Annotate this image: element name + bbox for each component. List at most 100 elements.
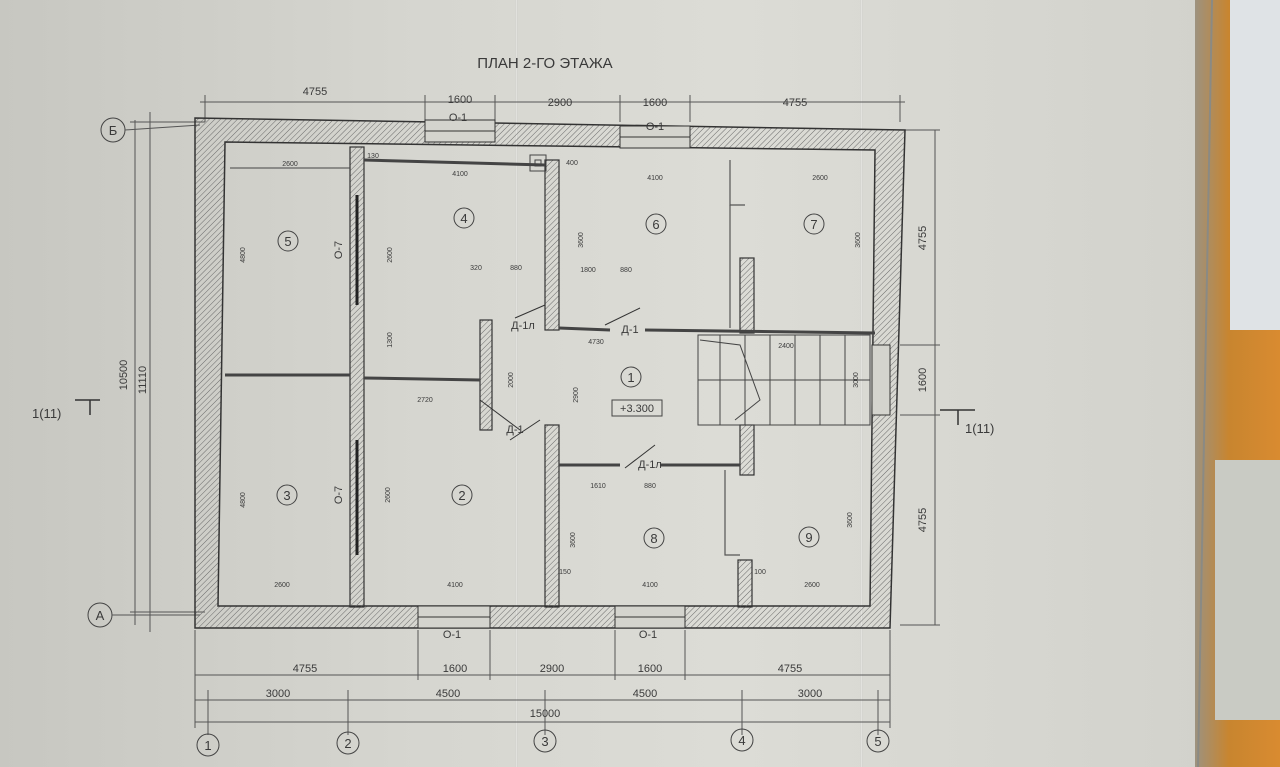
section-mark-left: 1(11): [32, 406, 61, 421]
svg-text:4730: 4730: [588, 339, 604, 346]
dim-axis-4: 3000: [798, 688, 822, 700]
svg-text:3600: 3600: [847, 512, 854, 528]
svg-text:880: 880: [620, 267, 632, 274]
svg-text:3000: 3000: [853, 372, 860, 388]
axis-number-4: 4: [738, 733, 745, 748]
top-dimension-lines: [200, 95, 905, 122]
background-card: [1215, 460, 1280, 720]
axis-label-a: А: [96, 608, 105, 623]
room-number-7: 7: [810, 217, 817, 232]
svg-text:2900: 2900: [573, 387, 580, 403]
dim-left-2: 11110: [137, 366, 149, 394]
window-label-bottom-2: О-1: [639, 629, 657, 641]
dim-axis-3: 4500: [633, 688, 657, 700]
dim-right-1: 4755: [917, 226, 929, 250]
door-label-3: Д-1: [506, 424, 523, 436]
svg-text:4800: 4800: [240, 247, 247, 263]
room-markers: [276, 207, 825, 549]
svg-text:2600: 2600: [385, 487, 392, 503]
svg-text:3600: 3600: [855, 232, 862, 248]
window-label-top-2: О-1: [646, 121, 664, 133]
dim-left-1: 10500: [118, 360, 130, 391]
door-swings: [479, 304, 656, 469]
room-number-1: 1: [627, 370, 634, 385]
svg-text:400: 400: [566, 160, 578, 167]
svg-text:3600: 3600: [578, 232, 585, 248]
paper-edge: [1197, 0, 1213, 767]
inner-dimensions: 2600 4800 4100 2600 1300 4100 3600 1800 …: [240, 153, 862, 589]
elevation-mark: +3.300: [620, 403, 654, 415]
dim-top-1: 4755: [303, 86, 327, 98]
dim-bottom-2: 1600: [443, 663, 467, 675]
svg-text:2600: 2600: [804, 582, 820, 589]
window-label-bottom-1: О-1: [443, 629, 461, 641]
door-label-1: Д-1л: [511, 320, 535, 332]
svg-text:2600: 2600: [282, 161, 298, 168]
room-number-9: 9: [805, 530, 812, 545]
svg-text:880: 880: [510, 265, 522, 272]
dim-axis-1: 3000: [266, 688, 290, 700]
dim-axis-2: 4500: [436, 688, 460, 700]
elevation-box: [611, 399, 663, 417]
dim-top-4: 1600: [643, 97, 667, 109]
svg-text:3600: 3600: [570, 532, 577, 548]
bottom-dimension-lines: [194, 630, 891, 735]
room-number-5: 5: [284, 234, 291, 249]
section-arrow-right: [940, 409, 975, 425]
floor-plan-drawing: ПЛАН 2-ГО ЭТАЖА 4755 1600 2900 1600 4755…: [32, 0, 1213, 767]
svg-text:320: 320: [470, 265, 482, 272]
room-number-8: 8: [650, 531, 657, 546]
room-number-4: 4: [460, 211, 467, 226]
room-number-6: 6: [652, 217, 659, 232]
svg-text:150: 150: [559, 569, 571, 576]
section-arrow-left: [75, 399, 100, 415]
dim-top-5: 4755: [783, 97, 807, 109]
svg-text:4800: 4800: [240, 492, 247, 508]
svg-text:880: 880: [644, 483, 656, 490]
svg-text:1800: 1800: [580, 267, 596, 274]
window-opening-right: [871, 344, 891, 416]
svg-text:4100: 4100: [447, 582, 463, 589]
interior-walls: [349, 146, 755, 608]
axis-bubble-b: [100, 117, 201, 143]
svg-text:100: 100: [754, 569, 766, 576]
svg-text:130: 130: [367, 153, 379, 160]
window-label-top-1: О-1: [449, 112, 467, 124]
dim-right-3: 4755: [917, 508, 929, 532]
axis-number-bubbles: [196, 728, 890, 757]
partitions: [225, 158, 876, 467]
axis-number-5: 5: [874, 734, 881, 749]
svg-text:2000: 2000: [508, 372, 515, 388]
plan-title: ПЛАН 2-ГО ЭТАЖА: [477, 55, 612, 72]
svg-text:2600: 2600: [812, 175, 828, 182]
svg-text:4100: 4100: [452, 171, 468, 178]
dim-bottom-1: 4755: [293, 663, 317, 675]
svg-text:2600: 2600: [387, 247, 394, 263]
dim-top-3: 2900: [548, 97, 572, 109]
axis-bubble-a: [87, 602, 200, 628]
door-label-2: Д-1: [621, 324, 638, 336]
svg-text:1300: 1300: [387, 332, 394, 348]
vent-shaft: [529, 154, 547, 172]
svg-text:2720: 2720: [417, 397, 433, 404]
paper-fold: [860, 0, 863, 767]
dim-bottom-4: 1600: [638, 663, 662, 675]
room-number-2: 2: [458, 488, 465, 503]
window-label-side-2: О-7: [333, 486, 345, 504]
dim-bottom-5: 4755: [778, 663, 802, 675]
svg-text:4100: 4100: [642, 582, 658, 589]
svg-text:4100: 4100: [647, 175, 663, 182]
axis-number-2: 2: [344, 736, 351, 751]
room-number-3: 3: [283, 488, 290, 503]
dim-total: 15000: [530, 708, 561, 720]
staircase: [697, 334, 871, 426]
section-mark-right: 1(11): [965, 421, 994, 436]
dim-bottom-3: 2900: [540, 663, 564, 675]
window-glazing-top: [425, 130, 690, 138]
dim-top-2: 1600: [448, 94, 472, 106]
axis-number-3: 3: [541, 734, 548, 749]
window-label-side-1: О-7: [333, 241, 345, 259]
svg-text:1610: 1610: [590, 483, 606, 490]
svg-text:2600: 2600: [274, 582, 290, 589]
dim-right-2: 1600: [917, 368, 929, 392]
